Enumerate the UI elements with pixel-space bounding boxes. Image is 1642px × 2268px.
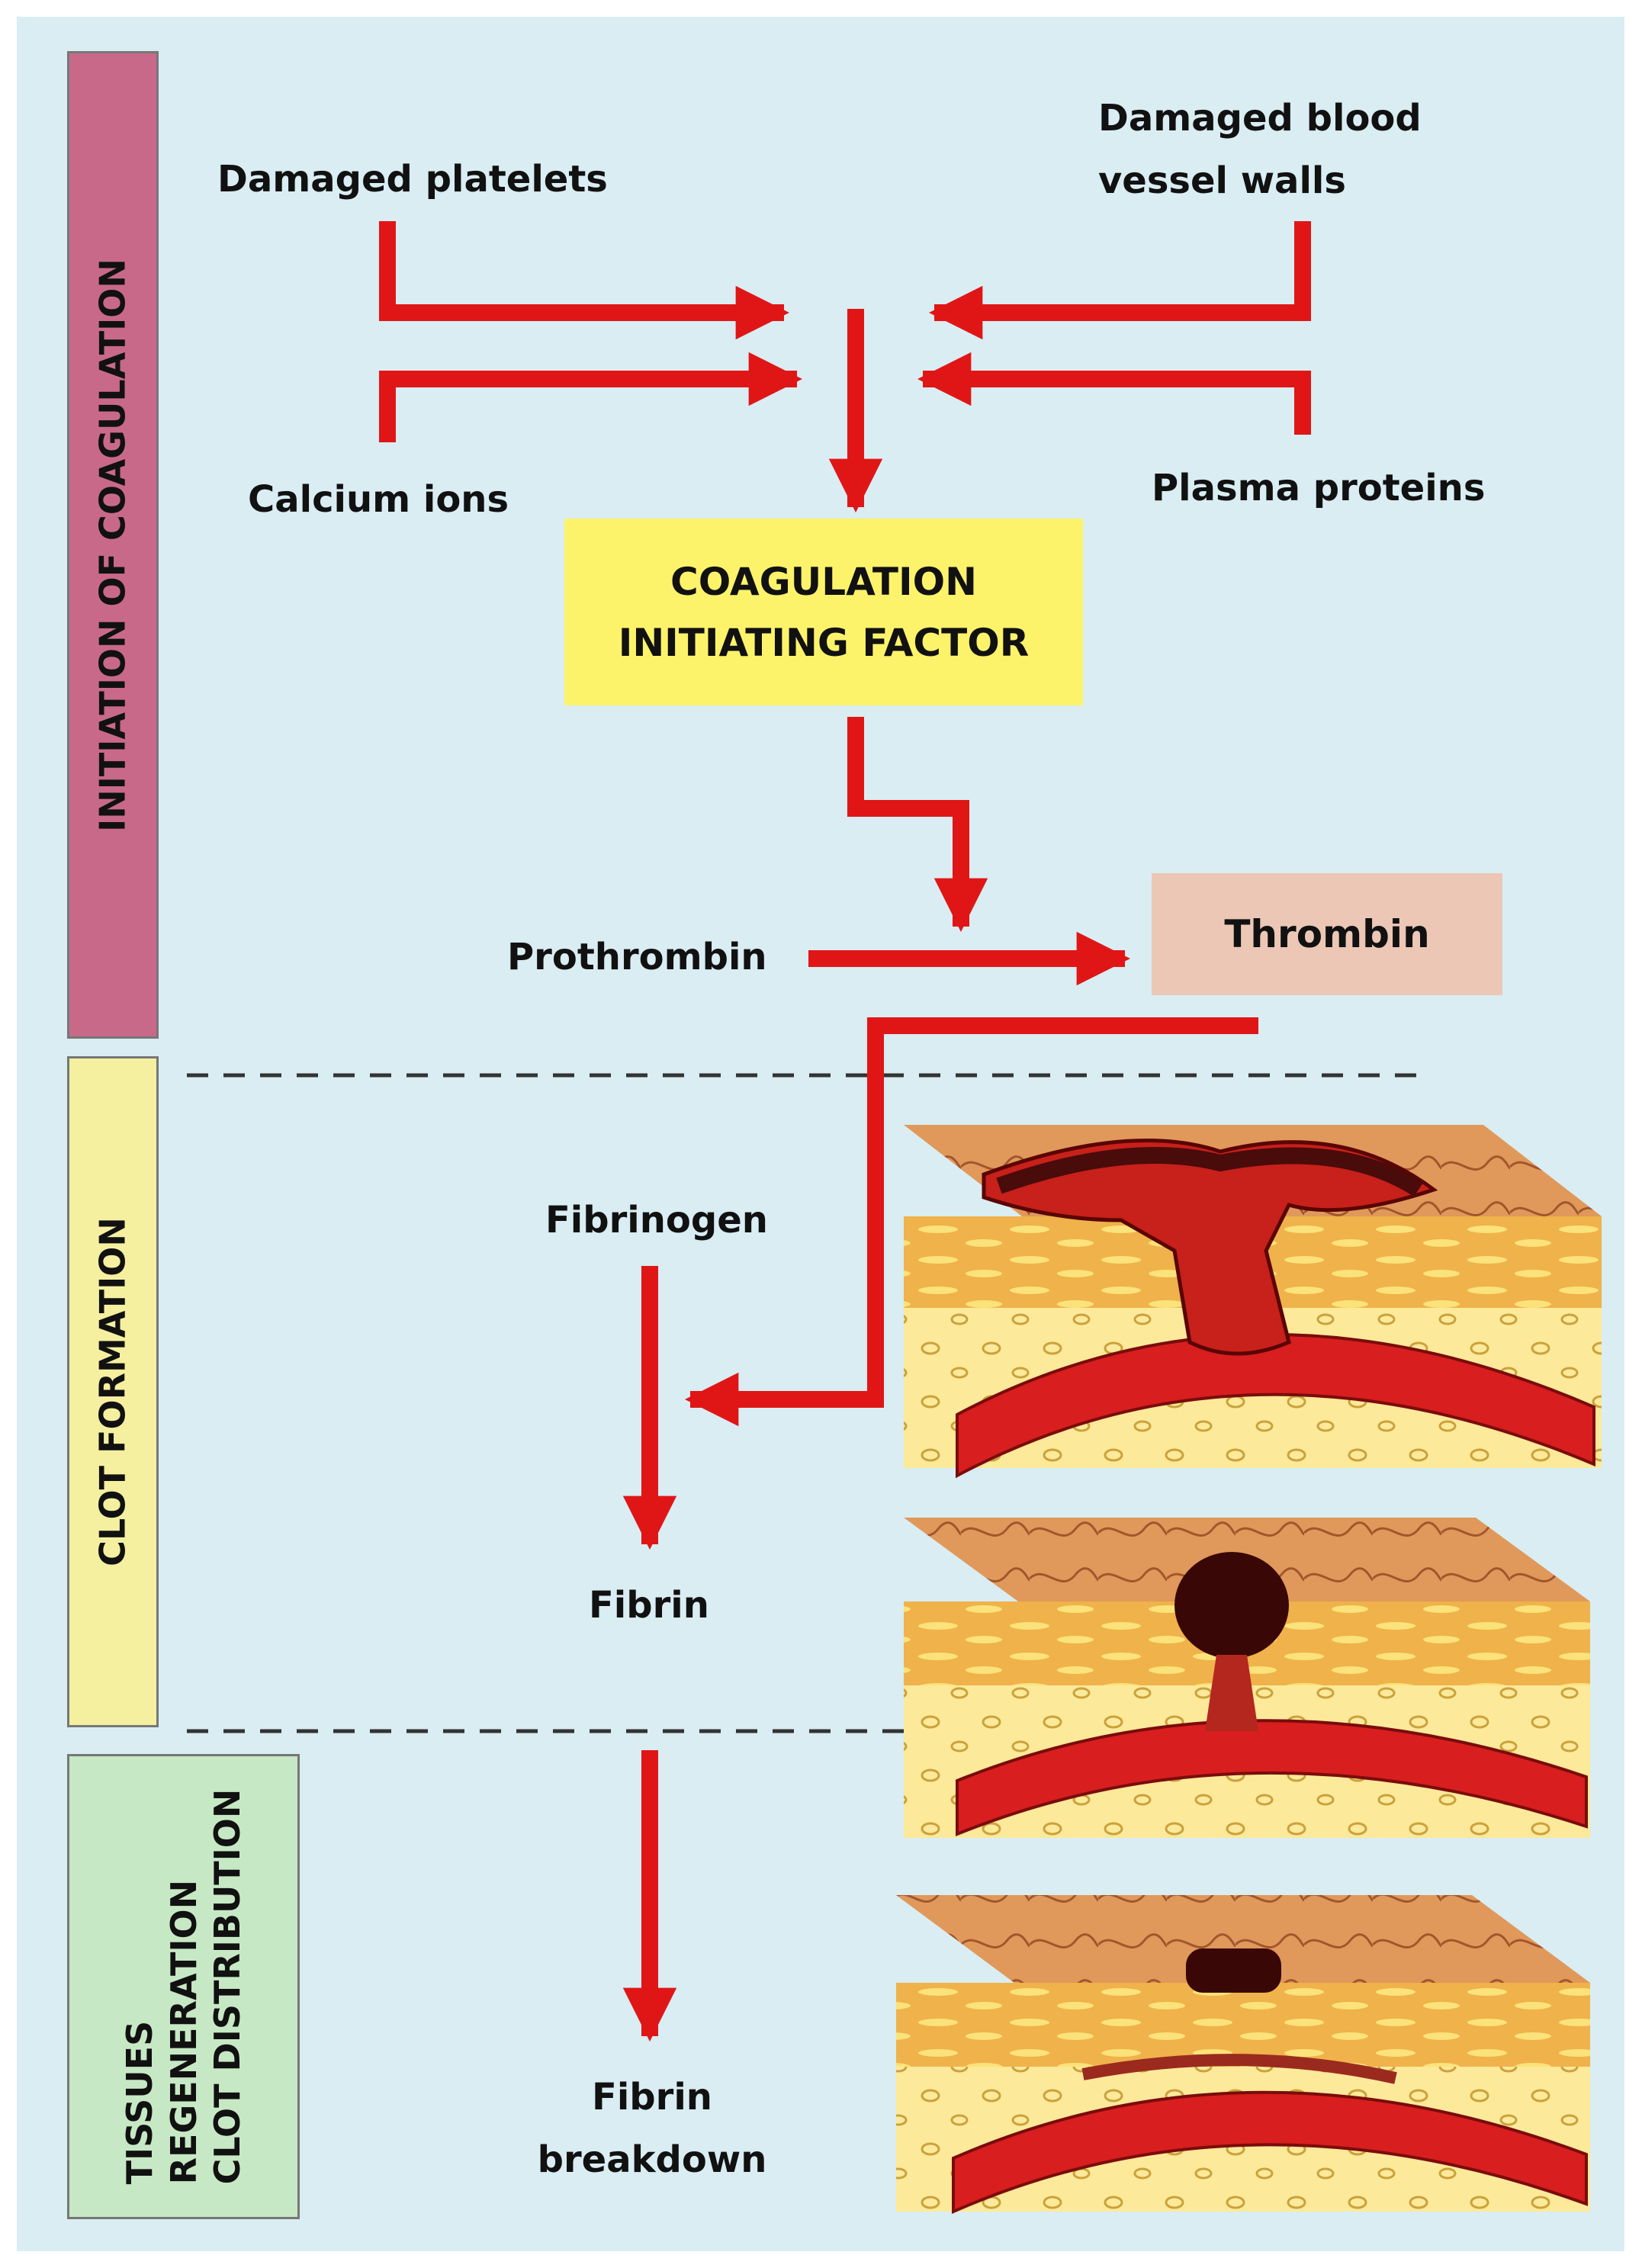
coagulation-factor-box: COAGULATION INITIATING FACTOR bbox=[564, 519, 1083, 705]
regeneration-side-panel: TISSUES REGENERATION CLOT DISTRIBUTION bbox=[67, 1754, 300, 2219]
damaged-platelets-label: Damaged platelets bbox=[217, 158, 608, 201]
arrow-calcium bbox=[379, 352, 803, 442]
regeneration-line-1: TISSUES bbox=[118, 2020, 160, 2185]
fibrin-breakdown-label: Fibrin breakdown bbox=[526, 2067, 778, 2191]
thrombin-label: Thrombin bbox=[1224, 912, 1430, 956]
factor-line-2: INITIATING FACTOR bbox=[618, 620, 1030, 665]
initiation-side-panel: INITIATION OF COAGULATION bbox=[67, 51, 159, 1039]
arrow-plasma bbox=[917, 352, 1311, 435]
factor-line-1: COAGULATION bbox=[670, 559, 977, 604]
clot-formation-side-panel: CLOT FORMATION bbox=[67, 1056, 159, 1727]
plasma-proteins-label: Plasma proteins bbox=[1152, 467, 1486, 509]
prothrombin-label: Prothrombin bbox=[507, 936, 767, 978]
regeneration-line-2: REGENERATION bbox=[162, 1879, 204, 2185]
tissue-illustration-clot-dissolution bbox=[896, 1895, 1590, 2215]
fibrin-label: Fibrin bbox=[589, 1584, 709, 1627]
clot-formation-side-label: CLOT FORMATION bbox=[92, 1217, 133, 1566]
calcium-ions-label: Calcium ions bbox=[248, 478, 509, 521]
thrombin-box: Thrombin bbox=[1152, 873, 1502, 995]
damaged-vessel-label: Damaged blood vessel walls bbox=[1098, 88, 1422, 212]
tissue-illustration-fresh-clot bbox=[904, 1125, 1602, 1479]
arrow-vessel-walls bbox=[928, 221, 1311, 340]
damaged-vessel-line-1: Damaged blood bbox=[1098, 97, 1422, 140]
arrow-platelets bbox=[379, 221, 790, 340]
arrow-thrombin-to-fibrinogen bbox=[684, 1017, 1258, 1427]
fibrin-breakdown-line-1: Fibrin bbox=[592, 2076, 712, 2119]
damaged-vessel-line-2: vessel walls bbox=[1098, 159, 1346, 202]
regeneration-side-label: TISSUES REGENERATION CLOT DISTRIBUTION bbox=[117, 1789, 249, 2185]
regeneration-line-3: CLOT DISTRIBUTION bbox=[206, 1788, 248, 2185]
tissue-illustration-fibrin-clot bbox=[904, 1518, 1590, 1838]
arrow-factor-to-thrombin-reaction bbox=[847, 717, 988, 933]
fibrin-breakdown-line-2: breakdown bbox=[537, 2138, 767, 2181]
initiation-side-label: INITIATION OF COAGULATION bbox=[92, 258, 133, 832]
fibrinogen-label: Fibrinogen bbox=[545, 1199, 768, 1242]
